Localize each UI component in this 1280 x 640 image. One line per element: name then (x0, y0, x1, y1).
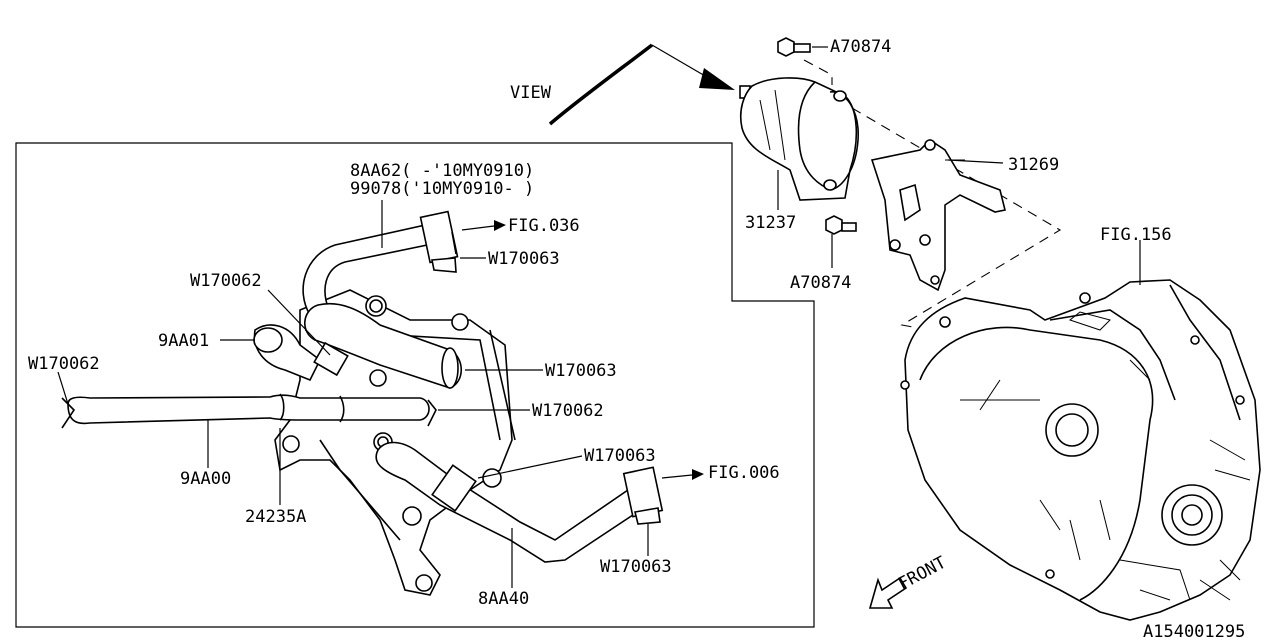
label-24235a: 24235A (245, 507, 306, 527)
front-arrow (868, 576, 908, 609)
bracket (870, 138, 1006, 292)
hose-9aa01 (253, 302, 463, 389)
label-w170063-d: W170063 (600, 557, 672, 577)
inset-frame (15, 142, 815, 628)
clutch-cylinder (739, 77, 859, 201)
label-w170063-c: W170063 (584, 446, 656, 466)
label-9aa01: 9AA01 (158, 331, 209, 351)
label-31269: 31269 (1008, 155, 1059, 175)
label-w170062-a: W170062 (190, 271, 262, 291)
label-w170062-b: W170062 (28, 354, 100, 374)
label-31237: 31237 (745, 213, 796, 233)
label-w170062-c: W170062 (532, 401, 604, 421)
label-8aa40: 8AA40 (478, 589, 529, 609)
label-w170063-b: W170063 (545, 361, 617, 381)
label-a70874-bottom: A70874 (790, 273, 851, 293)
view-label: VIEW (510, 83, 552, 103)
view-arrow (548, 43, 735, 126)
hose-9aa00 (61, 393, 437, 429)
label-fig036: FIG.036 (508, 216, 580, 236)
drawing-id: A154001295 (1143, 622, 1245, 640)
transmission-housing (900, 279, 1261, 621)
bolt-bottom (825, 215, 857, 235)
label-99078: 99078('10MY0910- ) (350, 179, 534, 199)
bolt-top (777, 37, 811, 57)
label-9aa00: 9AA00 (180, 469, 231, 489)
label-fig006: FIG.006 (708, 463, 780, 483)
label-8aa62: 8AA62( -'10MY0910) (350, 161, 534, 181)
hose-8aa40 (375, 441, 664, 563)
label-front: FRONT (895, 553, 950, 595)
label-fig156: FIG.156 (1100, 225, 1172, 245)
label-a70874-top: A70874 (830, 37, 891, 57)
label-w170063-a: W170063 (488, 249, 560, 269)
hose-8aa62 (302, 210, 459, 316)
